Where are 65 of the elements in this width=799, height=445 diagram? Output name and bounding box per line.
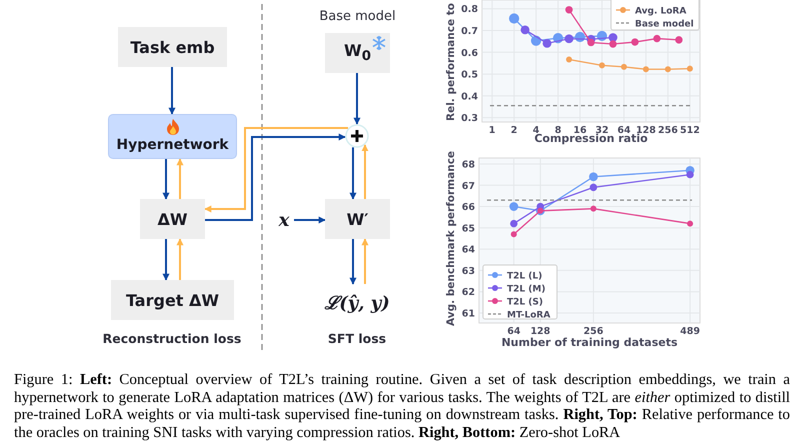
legend-label: Base model xyxy=(635,20,694,30)
arrow xyxy=(350,147,356,200)
tick-label: 61 xyxy=(462,308,475,320)
tick-label: 512 xyxy=(680,125,700,136)
tick-label: 66 xyxy=(462,202,475,214)
arrow xyxy=(204,127,348,212)
tick-label: 0.8 xyxy=(461,4,478,16)
arrow xyxy=(162,159,170,200)
tick-label: 63 xyxy=(462,266,475,277)
arrow xyxy=(294,216,326,224)
node-caption: Base model xyxy=(319,9,396,24)
tick-label: 0.6 xyxy=(461,48,478,59)
point xyxy=(509,202,518,211)
tick-label: 64 xyxy=(462,244,475,256)
axis-title: Number of training datasets xyxy=(501,336,678,349)
axis-title: Avg. benchmark performance xyxy=(445,150,457,326)
tick-label: 256 xyxy=(584,326,604,337)
point xyxy=(510,231,517,238)
point xyxy=(687,220,694,227)
arrow xyxy=(168,67,176,115)
tick-label: 0.7 xyxy=(461,26,478,37)
hypernetwork-box: Hypernetwork xyxy=(108,114,237,159)
point xyxy=(510,220,518,228)
input-box: Task emb xyxy=(118,27,227,67)
tick-label: 256 xyxy=(658,125,678,136)
tick-label: 62 xyxy=(462,287,475,298)
legend-label: T2L (S) xyxy=(507,298,543,308)
column-label: Reconstruction loss xyxy=(102,331,242,346)
tick-label: 68 xyxy=(462,159,475,170)
tick-label: 65 xyxy=(462,223,475,234)
arrow xyxy=(354,73,360,125)
weight-box: W′ xyxy=(325,199,390,239)
arrow xyxy=(162,239,170,281)
arrow xyxy=(176,238,184,280)
tick-label: 0.3 xyxy=(461,113,478,124)
weight-box: W$_{0}$ xyxy=(325,33,390,73)
tick-label: 67 xyxy=(462,180,475,192)
point xyxy=(590,184,598,192)
arrow xyxy=(350,239,356,285)
axis-title: Rel. performance to xyxy=(445,3,457,121)
tick-label: 64 xyxy=(507,326,520,337)
legend-label: MT-LoRA xyxy=(507,310,550,320)
point xyxy=(686,170,694,178)
tick-label: 0.5 xyxy=(461,70,478,81)
tick-label: 0.4 xyxy=(461,91,478,102)
tick-label: 2 xyxy=(510,125,518,136)
tick-label: 489 xyxy=(680,326,700,337)
point xyxy=(590,206,596,212)
sum-circle xyxy=(345,124,369,148)
arrow xyxy=(362,144,368,199)
arrow xyxy=(362,238,368,284)
tick-label: 128 xyxy=(530,326,550,337)
arrow xyxy=(176,158,184,199)
legend-label: T2L (M) xyxy=(507,284,546,294)
legend-label: T2L (L) xyxy=(507,272,542,282)
target-box: Target ΔW xyxy=(111,280,234,320)
input-variable: x xyxy=(274,207,294,233)
column-label: SFT loss xyxy=(328,331,386,346)
tick-label: 1 xyxy=(488,125,496,136)
figure-caption: Figure 1: Left: Conceptual overview of T2L’s training routine. Given a set of task description embeddings, we train a hypernetwork to generate LoRA adaptation matrices (ΔW) for various tasks. The weights of T2L are either optimized to distill pre-trained LoRA weights or via multi-task supervised fine-tuning on downstream tasks. Right, Top: Relative performance to the oracles on training SNI tasks with varying compression ratios. Right, Bottom: Zero-shot LoRA xyxy=(14,371,790,441)
loss-formula: ℒ(ŷ, y) xyxy=(316,284,398,320)
arrow xyxy=(205,134,346,221)
legend-label: Avg. LoRA xyxy=(635,6,686,16)
weight-box: ΔW xyxy=(140,199,205,239)
point xyxy=(589,172,598,182)
